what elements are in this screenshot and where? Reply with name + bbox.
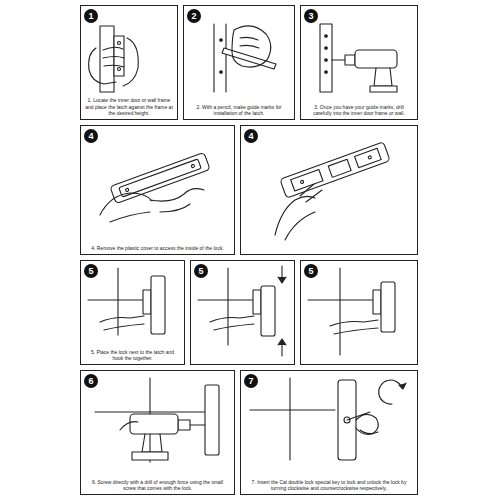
step5b-illustration [198, 266, 286, 356]
step-number: 3 [304, 9, 318, 23]
step6-illustration [95, 378, 219, 462]
step-number: 5 [304, 264, 318, 278]
step-panel: 4 [240, 125, 418, 255]
step-caption: 5. Place the lock next to the latch and … [85, 349, 180, 362]
step-panel: 3 3. Once you have your guide marks, dril… [300, 5, 418, 120]
step-panel: 5 5. Place the lock next to the latch and… [80, 260, 185, 365]
step5a-illustration [88, 268, 165, 335]
step-caption: 1. Locate the inner door or wall frame a… [85, 97, 173, 116]
step-number: 7 [244, 374, 258, 388]
step-panel: 2 2. With a pencil, make guide marks for … [183, 5, 295, 120]
step-panel: 5 [300, 260, 418, 365]
step-number: 4 [244, 129, 258, 143]
step3-illustration [320, 24, 397, 92]
step-panel: 1 1. Locate the inner door or wall frame … [80, 5, 178, 120]
step-number: 4 [84, 129, 98, 143]
step7-illustration [250, 378, 406, 460]
step-caption: 6. Screw directly with a drill of enough… [85, 479, 230, 492]
step-panel: 6 6. Screw directly with a drill of enoug… [80, 370, 235, 495]
step-caption: 4. Remove the plastic cover to access th… [85, 245, 230, 251]
step-panel: 5 [190, 260, 295, 365]
step-number: 1 [84, 9, 98, 23]
step-caption: 3. Once you have your guide marks, drill… [305, 104, 413, 117]
step-number: 5 [194, 264, 208, 278]
step-number: 2 [187, 9, 201, 23]
step-number: 6 [84, 374, 98, 388]
step2-illustration [214, 24, 276, 92]
step4a-illustration [100, 152, 210, 222]
step-caption: 7. Insert the Cal double lock special ke… [245, 479, 413, 492]
step-caption: 2. With a pencil, make guide marks for i… [188, 104, 290, 117]
step4b-illustration [275, 142, 390, 240]
step-number: 5 [84, 264, 98, 278]
step5c-illustration [308, 268, 395, 355]
step-panel: 7 7. Insert the Cal double lock special k… [240, 370, 418, 495]
step-panel: 4 4. Remove the plastic cover to access t… [80, 125, 235, 255]
step1-illustration [89, 26, 139, 92]
